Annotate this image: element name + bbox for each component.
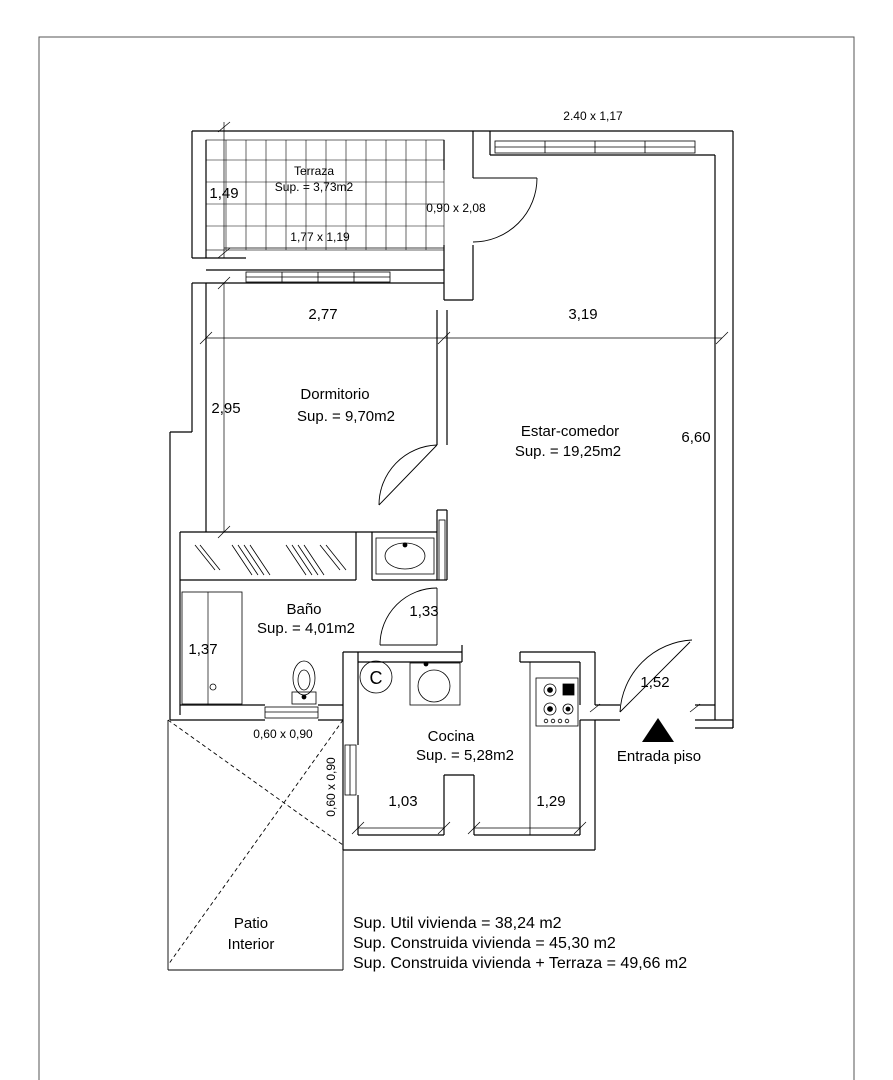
dim-cocina-a: 1,03	[388, 793, 417, 810]
dim-window-top: 2.40 x 1,17	[563, 109, 623, 123]
wardrobe	[194, 544, 347, 576]
terraza-area: Sup. = 3,73m2	[275, 180, 354, 194]
summary-line2: Sup. Construida vivienda = 45,30 m2	[353, 935, 616, 952]
dim-door-terraza: 0,90 x 2,08	[426, 201, 486, 215]
patio	[167, 719, 344, 971]
boiler	[359, 660, 393, 694]
dormitorio-area: Sup. = 9,70m2	[297, 408, 395, 425]
patio-line2: Interior	[228, 936, 275, 953]
walls	[169, 130, 734, 851]
dim-terraza-height: 1,49	[209, 185, 238, 202]
patio-line1: Patio	[234, 915, 268, 932]
toilet	[291, 660, 317, 705]
cocina-name: Cocina	[428, 728, 475, 745]
summary-line3: Sup. Construida vivienda + Terraza = 49,…	[353, 955, 687, 972]
bano-area: Sup. = 4,01m2	[257, 620, 355, 637]
estar-area: Sup. = 19,25m2	[515, 443, 621, 460]
hob	[535, 677, 579, 727]
dim-hall: 1,33	[409, 603, 438, 620]
terraza-name: Terraza	[294, 164, 334, 178]
dim-window-bano: 0,60 x 0,90	[253, 727, 313, 741]
boiler-label: C	[370, 668, 383, 688]
doors	[378, 177, 693, 713]
shower	[181, 591, 243, 705]
kitchen-sink	[409, 661, 461, 706]
terraza-tiles	[205, 139, 445, 251]
windows	[245, 140, 696, 796]
dim-dormitorio-width: 2,77	[308, 306, 337, 323]
dim-cocina-b: 1,29	[536, 793, 565, 810]
dim-dormitorio-depth: 2,95	[211, 400, 240, 417]
dim-bano-depth: 1,37	[188, 641, 217, 658]
dimension-lines	[199, 121, 729, 835]
dim-window-cocina: 0,60 x 0,90	[324, 757, 338, 817]
entry-arrow-icon	[642, 718, 674, 742]
dim-estar-width: 3,19	[568, 306, 597, 323]
cocina-area: Sup. = 5,28m2	[416, 747, 514, 764]
bano-name: Baño	[286, 601, 321, 618]
entry-label: Entrada piso	[617, 748, 701, 765]
summary-line1: Sup. Util vivienda = 38,24 m2	[353, 915, 562, 932]
dim-entry: 1,52	[640, 674, 669, 691]
estar-name: Estar-comedor	[521, 423, 619, 440]
dim-window-terraza: 1,77 x 1,19	[290, 230, 350, 244]
fixtures	[181, 537, 579, 835]
page-frame	[38, 36, 855, 1080]
dormitorio-name: Dormitorio	[300, 386, 369, 403]
dim-estar-depth: 6,60	[681, 429, 710, 446]
washbasin	[375, 537, 435, 575]
